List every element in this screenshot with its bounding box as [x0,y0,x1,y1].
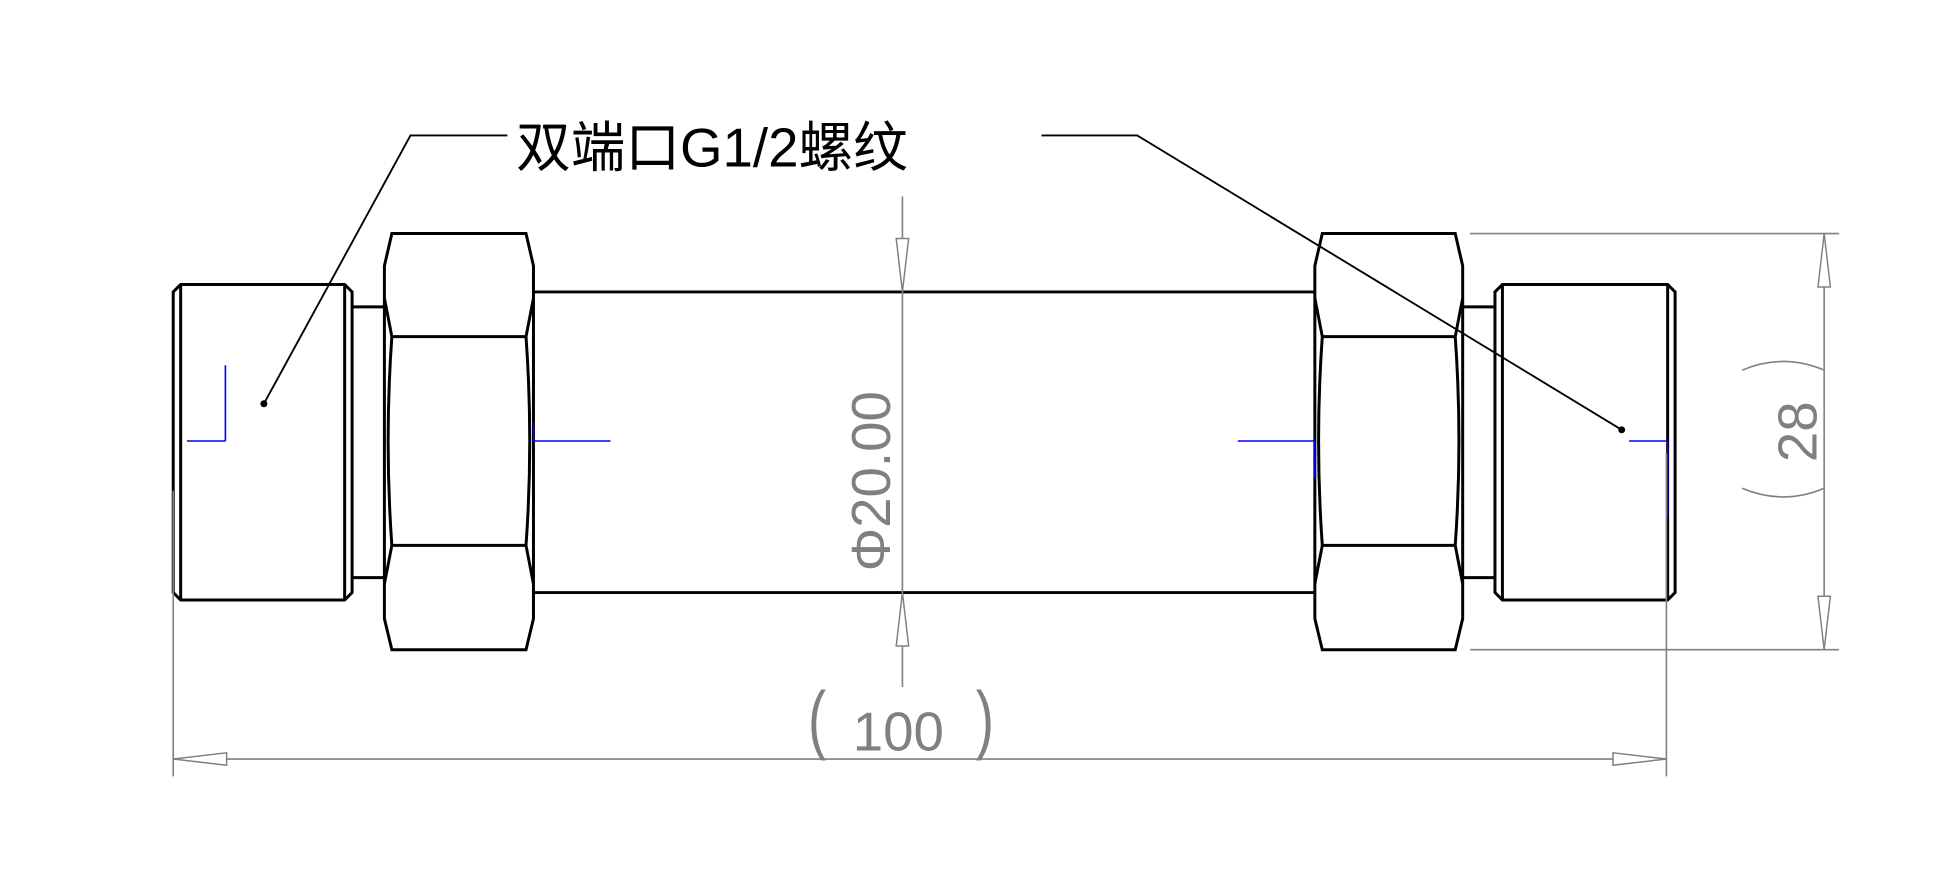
right-end-cap [1493,282,1677,602]
diameter-value: Φ20.00 [841,391,902,571]
length-paren-close: ) [976,676,994,761]
left-hex-nut [382,232,535,652]
length-paren-open: ( [808,676,826,761]
tube-body [533,290,1315,595]
height-value: 28 [1768,401,1829,462]
right-hex-nut [1313,232,1465,652]
length-value: 100 [853,701,944,762]
thread-label: 双端口G1/2螺纹 [516,117,908,178]
left-end-cap [171,282,354,602]
thread-callout: 双端口G1/2螺纹 [260,117,1626,434]
left-neck [352,305,385,580]
height-dimension: 28 [1470,232,1840,651]
diameter-dimension: Φ20.00 [841,196,910,687]
right-neck [1462,305,1495,580]
centermarks [186,365,1669,517]
length-dimension: ( 100 ) [172,453,1668,777]
